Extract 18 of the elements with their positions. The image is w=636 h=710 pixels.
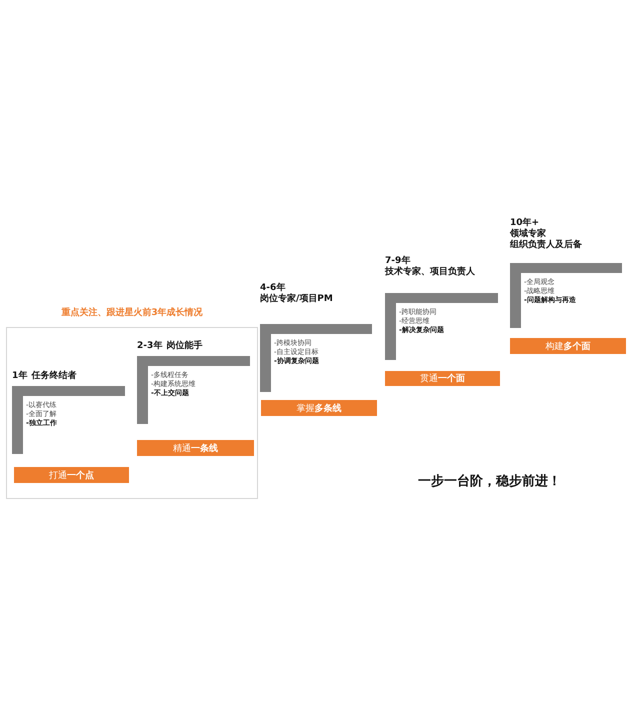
level-bar: 掌握多条线 — [261, 400, 377, 416]
step-heading: 4-6年 — [260, 283, 286, 294]
level-bar: 打通一个点 — [14, 467, 129, 483]
motto-text: 一步一台阶，稳步前进！ — [418, 473, 561, 490]
step-heading: 1年 — [12, 371, 28, 381]
step-heading: 技术专家、项目负责人 — [385, 267, 475, 278]
step-heading: 岗位能手 — [166, 341, 202, 351]
level-bar: 精通一条线 — [137, 440, 254, 456]
level-bar: 贯通一个面 — [385, 371, 500, 386]
step-heading: 任务终结者 — [31, 371, 76, 381]
step-heading: 2-3年 — [137, 341, 162, 351]
step-heading: 组织负责人及后备 — [510, 240, 582, 251]
frame-title: 重点关注、跟进星火前3年成长情况 — [60, 306, 204, 319]
step-heading: 岗位专家/项目PM — [260, 294, 333, 305]
level-bar: 构建多个面 — [510, 338, 626, 354]
step-heading: 领域专家 — [510, 229, 547, 239]
step-heading: 10年+ — [510, 218, 540, 228]
step-heading: 7-9年 — [385, 256, 412, 266]
